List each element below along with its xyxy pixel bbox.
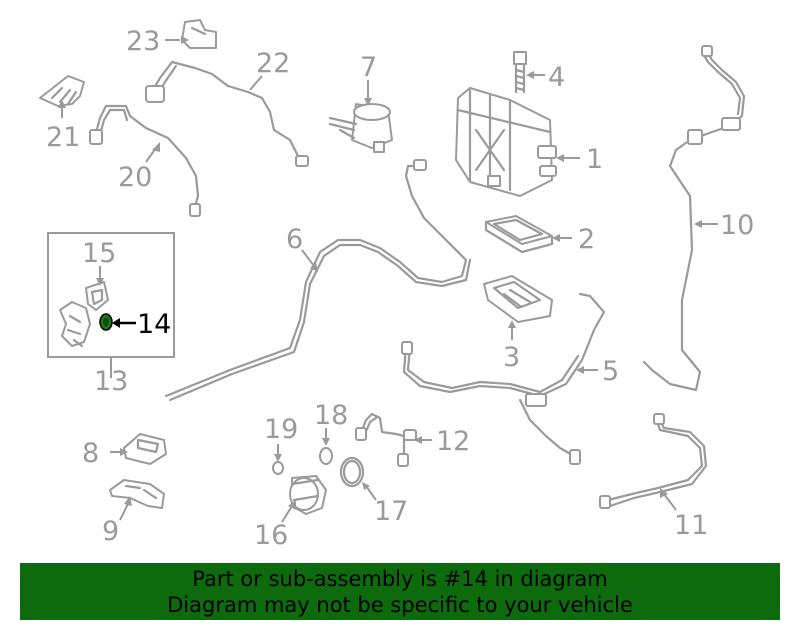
part-7-valve[interactable]: 7 [328, 52, 393, 153]
callout-8: 8 [82, 438, 99, 469]
part-10-tube[interactable]: 10 [642, 45, 754, 392]
callout-19: 19 [264, 414, 298, 445]
part-20-hose[interactable]: 20 [89, 104, 201, 217]
banner-line-1: Part or sub-assembly is #14 in diagram [192, 567, 608, 591]
part-8-bracket[interactable]: 8 [82, 433, 167, 469]
callout-4: 4 [548, 62, 565, 93]
callout-15: 15 [82, 238, 116, 269]
callout-16: 16 [254, 520, 288, 551]
part-5-tube[interactable]: 5 [401, 292, 619, 465]
callout-3: 3 [503, 342, 520, 373]
callout-11: 11 [674, 510, 708, 541]
callout-22: 22 [256, 48, 290, 79]
callout-18: 18 [314, 400, 348, 431]
part-2-filter[interactable]: 2 [484, 215, 595, 255]
part-13-assembly[interactable]: 13 [47, 232, 175, 397]
callout-7: 7 [360, 52, 377, 83]
part-19-washer[interactable]: 19 [264, 414, 298, 475]
part-4-bolt[interactable]: 4 [513, 51, 565, 94]
part-11-hose[interactable]: 11 [599, 413, 708, 541]
callout-20: 20 [118, 162, 152, 193]
part-16-pump[interactable]: 16 [254, 475, 327, 551]
part-23-clip[interactable]: 23 [126, 19, 217, 57]
parts-diagram: 23 22 21 20 7 [39, 19, 754, 551]
callout-10: 10 [720, 210, 754, 241]
callout-17: 17 [374, 496, 408, 527]
part-12-hose[interactable]: 12 [355, 412, 470, 468]
info-banner: Part or sub-assembly is #14 in diagram D… [20, 563, 780, 620]
callout-14: 14 [137, 309, 171, 340]
callout-5: 5 [602, 356, 619, 387]
callout-13: 13 [94, 366, 128, 397]
part-13-body[interactable] [59, 301, 91, 348]
part-6-tube[interactable]: 6 [164, 159, 472, 402]
part-18-oring[interactable]: 18 [314, 400, 348, 465]
part-22-harness[interactable]: 22 [145, 48, 309, 167]
callout-23: 23 [126, 26, 160, 57]
part-15-housing[interactable]: 15 [82, 238, 116, 311]
part-14-seal[interactable]: 14 [99, 309, 171, 340]
callout-12: 12 [436, 426, 470, 457]
part-17-gasket[interactable]: 17 [339, 456, 408, 527]
callout-6: 6 [286, 224, 303, 255]
part-3-tray[interactable]: 3 [483, 275, 553, 373]
callout-1: 1 [586, 144, 603, 175]
callout-9: 9 [102, 516, 119, 547]
banner-line-2: Diagram may not be specific to your vehi… [167, 593, 633, 617]
callout-2: 2 [578, 224, 595, 255]
part-1-canister[interactable]: 1 [455, 86, 603, 197]
callout-21: 21 [46, 122, 80, 153]
part-9-bracket[interactable]: 9 [102, 479, 165, 547]
part-21-bracket[interactable]: 21 [39, 75, 85, 153]
